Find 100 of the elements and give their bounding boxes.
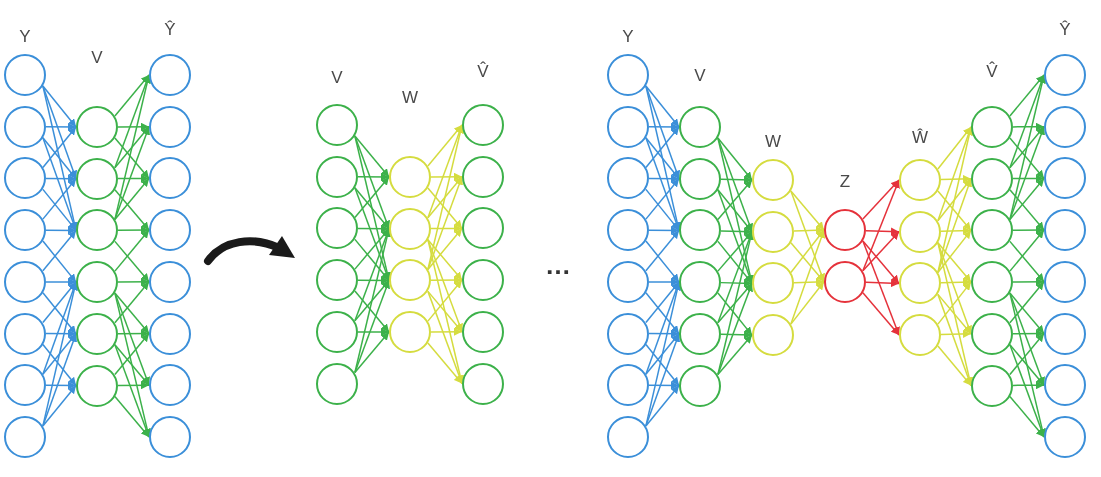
arrow <box>645 136 680 180</box>
neuron-circle <box>1044 209 1086 252</box>
arrow <box>114 332 150 376</box>
arrow <box>862 240 900 285</box>
arrow <box>354 135 390 230</box>
neuron-circle <box>971 106 1013 148</box>
neuron-circle <box>899 210 941 253</box>
layer-label: V <box>331 67 343 89</box>
layer-label: W <box>765 131 781 153</box>
arrow <box>790 190 825 231</box>
arrow <box>45 122 77 131</box>
arrow <box>1012 277 1045 286</box>
neuron-circle <box>4 157 46 200</box>
neuron-circle <box>149 209 191 252</box>
arrow <box>42 333 77 375</box>
arrow <box>430 276 463 285</box>
arrow <box>790 190 825 283</box>
arrow <box>720 227 753 236</box>
neuron-circle <box>316 155 358 198</box>
arrow <box>1009 188 1045 231</box>
arrow <box>427 290 463 333</box>
arrow <box>117 174 150 183</box>
arrow <box>117 122 150 131</box>
arrow <box>940 174 972 183</box>
neuron-circle <box>149 312 191 355</box>
arrow <box>114 395 150 438</box>
arrow <box>354 279 390 374</box>
arrow <box>937 241 972 283</box>
arrow <box>42 240 77 283</box>
arrow <box>717 137 753 181</box>
neuron-circle <box>1044 54 1086 96</box>
arrow <box>1012 122 1045 131</box>
arrow <box>1009 74 1045 117</box>
neuron-circle <box>462 155 504 198</box>
neuron-circle <box>316 207 358 250</box>
neuron-circle <box>149 260 191 303</box>
arrow <box>645 85 680 128</box>
arrow <box>114 125 150 221</box>
arrow <box>114 125 150 169</box>
arrow <box>427 187 463 230</box>
arrow <box>357 328 390 337</box>
neuron-circle <box>149 54 191 96</box>
neuron-circle <box>4 54 46 96</box>
arrow <box>645 333 681 427</box>
neuron-circle <box>76 312 118 355</box>
layer-label: V̂ <box>477 61 489 83</box>
arrow <box>427 342 463 385</box>
arrow <box>42 136 77 180</box>
arrow <box>717 240 753 285</box>
arrow <box>42 292 77 335</box>
layer-label: V̂ <box>986 61 998 83</box>
neuron-circle <box>679 312 721 355</box>
arrow <box>430 224 463 233</box>
layer-label: Ŵ <box>912 127 928 149</box>
arrow <box>45 174 77 183</box>
arrow <box>937 126 972 170</box>
neuron-circle <box>1044 415 1086 458</box>
neuron-circle <box>462 207 504 250</box>
arrow <box>648 174 680 183</box>
neuron-circle <box>4 260 46 303</box>
arrow <box>42 343 77 387</box>
arrow <box>1009 292 1045 335</box>
neuron-circle <box>389 259 431 302</box>
arrow <box>354 186 390 230</box>
neuron-circle <box>971 209 1013 252</box>
arrow <box>717 230 753 272</box>
arrow <box>357 224 390 233</box>
arrow <box>865 279 900 288</box>
arrow <box>42 281 77 324</box>
neuron-circle <box>316 104 358 146</box>
arrow <box>1009 395 1045 438</box>
neuron-circle <box>752 262 794 305</box>
arrow <box>1012 226 1045 235</box>
arrow <box>430 327 463 336</box>
arrow <box>862 179 900 272</box>
arrow <box>45 226 77 235</box>
neuron-circle <box>679 209 721 252</box>
arrow <box>354 290 390 333</box>
arrow <box>117 277 150 286</box>
neuron-circle <box>462 259 504 302</box>
arrow <box>45 381 77 390</box>
neuron-circle <box>4 209 46 252</box>
neuron-circle <box>971 157 1013 200</box>
layer-label: Ŷ <box>164 19 176 41</box>
arrow <box>42 188 77 232</box>
neuron-circle <box>752 210 794 253</box>
neuron-circle <box>607 260 649 303</box>
neuron-circle <box>316 259 358 302</box>
arrow <box>1009 125 1045 169</box>
neuron-circle <box>149 415 191 458</box>
arrow <box>427 124 463 219</box>
arrow <box>940 226 972 235</box>
arrow <box>114 177 150 221</box>
arrow <box>717 282 753 376</box>
arrow <box>1009 240 1045 283</box>
arrow <box>937 190 972 232</box>
arrow <box>430 172 463 181</box>
neuron-circle <box>149 105 191 148</box>
arrow <box>354 135 390 178</box>
arrow <box>1009 281 1045 324</box>
